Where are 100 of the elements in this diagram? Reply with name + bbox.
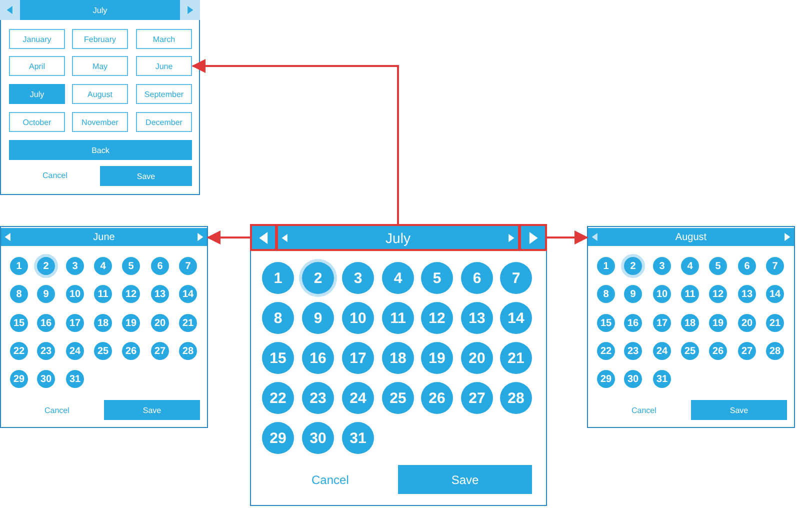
selected-day-button: 2: [37, 257, 55, 275]
day-button: 11: [681, 285, 699, 303]
day-button: 1: [10, 257, 28, 275]
day-button: 8: [10, 285, 28, 303]
arrow: [206, 230, 250, 244]
day-button: 21: [179, 314, 197, 332]
day-button: 18: [94, 314, 112, 332]
day-button: 13: [738, 285, 756, 303]
day-button: 31: [66, 370, 84, 388]
day-button: 30: [624, 370, 642, 388]
day-button: 21: [500, 342, 532, 374]
day-button: 13: [461, 302, 493, 334]
day-button: 12: [122, 285, 140, 303]
day-button: 9: [37, 285, 55, 303]
day-button: 13: [151, 285, 169, 303]
cancel-link: Cancel: [632, 406, 656, 414]
previous-button: [250, 224, 277, 251]
day-button: 6: [461, 262, 493, 294]
month-button: August: [72, 84, 128, 104]
day-button: 29: [10, 370, 28, 388]
day-button: 25: [681, 342, 699, 360]
action-button: Save: [691, 400, 787, 420]
day-button: 24: [342, 382, 374, 414]
day-button: 6: [738, 257, 756, 275]
day-button: 7: [500, 262, 532, 294]
day-button: 7: [179, 257, 197, 275]
day-button: 20: [151, 314, 169, 332]
day-button: 12: [421, 302, 453, 334]
day-button: 26: [421, 382, 453, 414]
date-picker-panel: [587, 226, 795, 428]
selected-day-button: 2: [624, 257, 642, 275]
arrow: [192, 59, 399, 224]
day-button: 22: [10, 342, 28, 360]
header-bar: [588, 228, 794, 246]
day-button: 18: [382, 342, 414, 374]
day-button: 5: [421, 262, 453, 294]
action-button: Save: [100, 166, 192, 186]
month-button: March: [136, 29, 192, 49]
day-button: 27: [738, 342, 756, 360]
day-button: 3: [653, 257, 671, 275]
day-button: 14: [766, 285, 784, 303]
day-button: 24: [653, 342, 671, 360]
day-button: 14: [179, 285, 197, 303]
day-button: 18: [681, 314, 699, 332]
day-button: 22: [262, 382, 294, 414]
header-bar: [0, 0, 200, 20]
day-button: 5: [122, 257, 140, 275]
day-button: 23: [624, 342, 642, 360]
day-button: 9: [302, 302, 334, 334]
day-button: 31: [342, 422, 374, 454]
day-button: 12: [709, 285, 727, 303]
day-button: 9: [624, 285, 642, 303]
day-button: 16: [37, 314, 55, 332]
month-button: January: [9, 29, 65, 49]
day-button: 7: [766, 257, 784, 275]
month-button: September: [136, 84, 192, 104]
selected-day-button: 2: [302, 262, 334, 294]
day-button: 21: [766, 314, 784, 332]
header-bar: [1, 228, 207, 246]
day-button: 29: [262, 422, 294, 454]
action-button: Back: [9, 140, 192, 160]
date-picker-panel: [0, 0, 200, 195]
day-button: 26: [709, 342, 727, 360]
month-button: December: [136, 112, 192, 132]
action-button: Save: [104, 400, 200, 420]
day-button: 27: [151, 342, 169, 360]
month-title: July: [92, 6, 108, 14]
day-button: 30: [302, 422, 334, 454]
day-button: 16: [624, 314, 642, 332]
day-button: 6: [151, 257, 169, 275]
day-button: 22: [597, 342, 615, 360]
month-title: July: [386, 230, 410, 246]
month-button: February: [72, 29, 128, 49]
day-button: 28: [179, 342, 197, 360]
day-button: 1: [597, 257, 615, 275]
day-button: 10: [342, 302, 374, 334]
day-button: 25: [94, 342, 112, 360]
day-button: 10: [66, 285, 84, 303]
selected-month-button: July: [9, 84, 65, 104]
cancel-link: Cancel: [312, 473, 349, 487]
day-button: 24: [66, 342, 84, 360]
day-button: 3: [342, 262, 374, 294]
day-button: 4: [94, 257, 112, 275]
day-button: 17: [342, 342, 374, 374]
day-button: 20: [461, 342, 493, 374]
action-button: Save: [398, 465, 532, 494]
month-title: June: [93, 232, 115, 242]
day-button: 15: [262, 342, 294, 374]
day-button: 27: [461, 382, 493, 414]
header-bar: [276, 224, 520, 251]
day-button: 10: [653, 285, 671, 303]
day-button: 26: [122, 342, 140, 360]
day-button: 28: [766, 342, 784, 360]
month-button: November: [72, 112, 128, 132]
day-button: 8: [597, 285, 615, 303]
arrow: [547, 230, 588, 244]
day-button: 15: [597, 314, 615, 332]
month-title: August: [675, 232, 707, 242]
date-picker-panel: [250, 224, 547, 506]
day-button: 14: [500, 302, 532, 334]
